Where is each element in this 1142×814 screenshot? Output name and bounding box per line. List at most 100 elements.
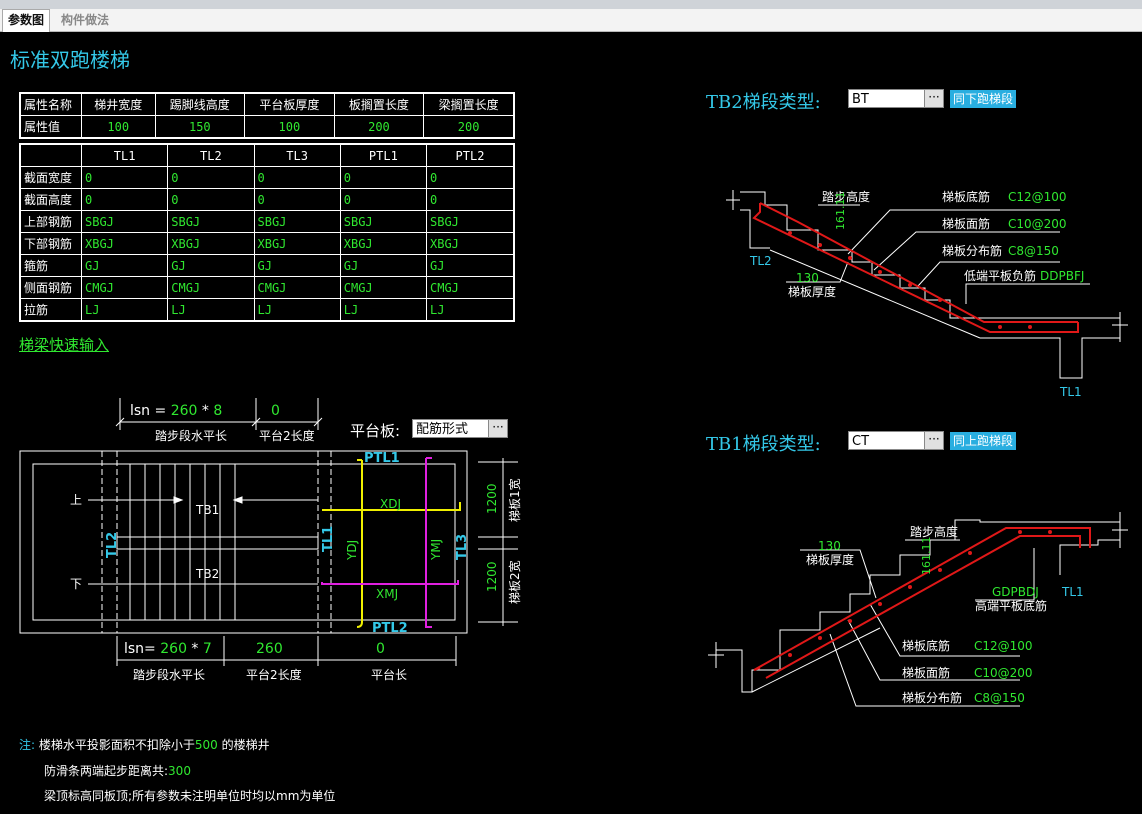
plan-width1-value: 1200 (485, 483, 499, 514)
tb1-type-select[interactable]: CT··· (848, 431, 944, 450)
tab-parameter-diagram[interactable]: 参数图 (2, 9, 51, 32)
tb1-thick-label: 梯板厚度 (806, 552, 854, 567)
tb1-same-as-upper-button[interactable]: 同上跑梯段 (950, 432, 1017, 450)
beam-quick-input-link[interactable]: 梯梁快速输入 (19, 336, 110, 354)
tb1-rebar (753, 527, 1091, 679)
tb1-r1-value: C12@100 (974, 639, 1033, 653)
prop-value-cell[interactable]: 200 (423, 115, 515, 139)
plan-bot-label3: 平台长 (371, 668, 408, 682)
plan-up-arrowhead (173, 496, 184, 504)
tb1-r0-label: 高端平板底筋 (975, 598, 1047, 613)
plan-top-step-input[interactable]: 260 (170, 403, 198, 419)
tb2-select-dots-icon[interactable]: ··· (924, 90, 943, 107)
beam-row-label: 侧面钢筋 (19, 276, 82, 299)
platform-select[interactable]: 配筋形式··· (412, 419, 508, 438)
beam-cell[interactable]: CMGJ (253, 276, 341, 299)
beam-cell[interactable]: CMGJ (80, 276, 169, 299)
beam-cell[interactable]: LJ (167, 298, 255, 322)
tb2-r3-value: C8@150 (1008, 244, 1059, 258)
plan-bot-label1: 踏步段水平长 (133, 668, 206, 682)
platform-select-dots-icon[interactable]: ··· (488, 420, 507, 437)
plan-bot-platform2-input[interactable]: 260 (256, 641, 283, 657)
tb2-leader (917, 261, 1060, 287)
tb2-same-as-lower-button[interactable]: 同下跑梯段 (950, 90, 1017, 108)
prop-value-cell[interactable]: 100 (81, 115, 156, 139)
plan-labels: 上 下 TB1 TB2 XDJ XMJ YDJ YMJ PTL1 PTL2 TL… (70, 451, 522, 636)
tb1-upper-beam (1059, 539, 1120, 575)
plan-ydj-bar (356, 460, 363, 628)
plan-tb1-label: TB1 (195, 503, 219, 517)
beam-row-label: 上部钢筋 (19, 210, 82, 233)
beam-cell[interactable]: LJ (253, 298, 341, 322)
plan-tl2-label: TL2 (105, 532, 120, 558)
tb2-r2-label: 梯板面筋 (942, 216, 990, 231)
tb1-select-dots-icon[interactable]: ··· (924, 432, 943, 449)
tb2-r3-label: 梯板分布筋 (942, 243, 1002, 258)
plan-outer-wall (19, 450, 468, 634)
tb1-step-height-label: 踏步高度 (910, 524, 958, 539)
tb2-rebar-dots (788, 231, 1032, 329)
tb1-r0-value: GDPBDJ (992, 585, 1039, 599)
plan-top-count-input[interactable]: 8 (213, 403, 223, 419)
tb2-thick-label: 梯板厚度 (788, 284, 836, 299)
tb2-top-bar (759, 202, 1078, 323)
beam-cell[interactable]: SBGJ (339, 210, 428, 233)
beam-cell[interactable]: LJ (80, 298, 169, 322)
beam-cell[interactable]: XBGJ (339, 232, 428, 255)
beam-cell[interactable]: LJ (426, 298, 515, 322)
plan-bot-step-input[interactable]: 260 (160, 641, 187, 657)
tb1-slab-bottom (751, 627, 881, 693)
tb1-thick-value: 130 (818, 539, 841, 553)
tb1-leader (869, 603, 1020, 657)
beam-row-label: 截面高度 (19, 188, 82, 211)
plan-top-dim-text: lsn = 260 * 8 (130, 403, 223, 419)
property-table: 属性名称 梯井宽度 踢脚线高度 平台板厚度 板搁置长度 梁搁置长度 属性值 10… (19, 92, 515, 139)
plan-tl3-label: TL3 (455, 534, 470, 560)
tb1-leader (800, 549, 877, 599)
tb2-tl1-label: TL1 (1059, 385, 1082, 399)
plan-width2-value: 1200 (485, 561, 499, 592)
beam-cell[interactable]: SBGJ (426, 210, 515, 233)
plan-width2-label: 梯板2宽 (507, 560, 522, 604)
tb2-leader (873, 231, 1060, 271)
tb2-r4-label: 低端平板负筋 (964, 268, 1036, 283)
stair-plan (19, 398, 518, 666)
tb1-leader (975, 548, 1035, 601)
tb1-leader (847, 619, 1020, 681)
beam-cell[interactable]: 0 (339, 188, 428, 211)
plan-up-label: 上 (70, 493, 82, 507)
prop-value-cell[interactable]: 150 (154, 115, 246, 139)
plan-bot-platform-input[interactable]: 0 (376, 641, 385, 657)
tb1-type-title: TB1梯段类型: (706, 434, 821, 455)
beam-cell[interactable]: CMGJ (339, 276, 428, 299)
plan-bot-count-input[interactable]: 7 (202, 641, 212, 657)
beam-cell[interactable]: CMGJ (426, 276, 515, 299)
note-well-area-input[interactable]: 500 (194, 738, 218, 752)
beam-cell[interactable]: LJ (339, 298, 428, 322)
tab-component-method[interactable]: 构件做法 (61, 13, 110, 27)
tb1-break-mark (708, 642, 724, 668)
tb1-top-bar (765, 535, 1081, 679)
plan-top-platform2-input[interactable]: 0 (271, 403, 280, 419)
plan-ymj-label: YMJ (429, 539, 443, 561)
note-antislip-input[interactable]: 300 (168, 764, 191, 778)
tb2-r1-value: C12@100 (1008, 190, 1067, 204)
beam-cell[interactable]: CMGJ (167, 276, 255, 299)
tb2-type-title: TB2梯段类型: (706, 92, 821, 113)
tb2-break-mark-right (1112, 312, 1128, 342)
tb2-slab-bottom (769, 249, 981, 339)
tb2-step-height-label: 踏步高度 (822, 189, 870, 204)
tb1-tl1-label: TL1 (1061, 585, 1084, 599)
tb2-rebar (752, 202, 1079, 333)
plan-rebar (321, 457, 461, 628)
tb1-r3-label: 梯板分布筋 (902, 690, 962, 705)
tb2-type-select[interactable]: BT··· (848, 89, 944, 108)
beam-cell[interactable]: GJ (426, 254, 515, 277)
plan-ptl1-label: PTL1 (364, 451, 400, 466)
prop-value-cell[interactable]: 100 (244, 115, 335, 139)
plan-return-arrowhead (232, 496, 243, 504)
